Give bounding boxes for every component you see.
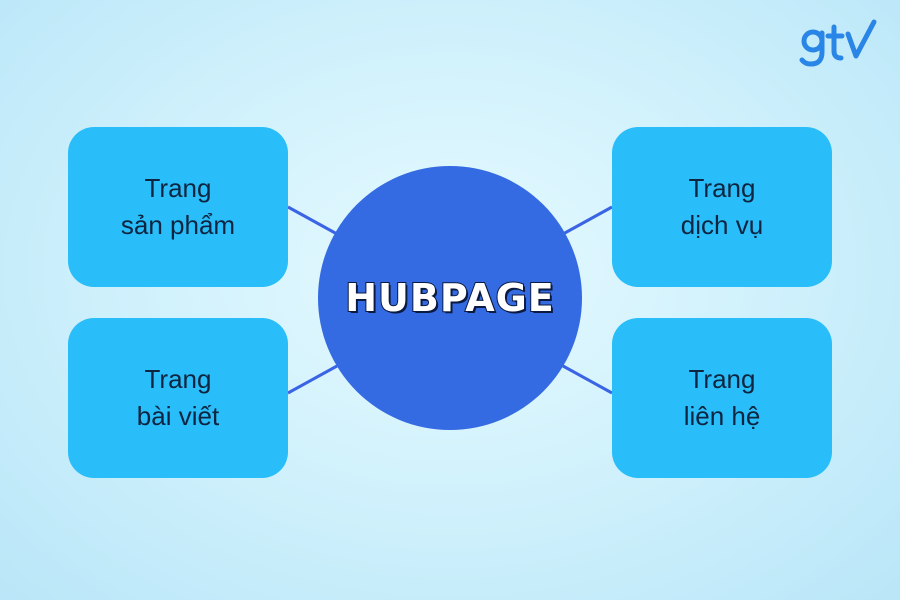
hub-circle: HUBPAGE bbox=[318, 166, 582, 430]
connector-top-left bbox=[287, 205, 338, 236]
node-label-line2: liên hệ bbox=[683, 401, 761, 431]
node-trang-lien-he: Trang liên hệ bbox=[612, 318, 832, 478]
gtv-logo: gtv bbox=[798, 18, 882, 74]
node-label-line2: sản phẩm bbox=[120, 210, 236, 240]
connector-bottom-right bbox=[562, 364, 613, 395]
connector-top-right bbox=[562, 205, 613, 236]
node-trang-bai-viet: Trang bài viết bbox=[68, 318, 288, 478]
node-label-line1: Trang bbox=[144, 173, 212, 203]
node-label-line2: dịch vụ bbox=[680, 210, 764, 240]
gtv-logo-icon bbox=[799, 19, 877, 67]
node-label-line1: Trang bbox=[688, 364, 756, 394]
node-trang-dich-vu: Trang dịch vụ bbox=[612, 127, 832, 287]
node-label-line1: Trang bbox=[688, 173, 756, 203]
node-label-line2: bài viết bbox=[136, 401, 220, 431]
node-trang-san-pham: Trang sản phẩm bbox=[68, 127, 288, 287]
node-label-line1: Trang bbox=[144, 364, 212, 394]
connector-bottom-left bbox=[287, 364, 338, 395]
hub-title: HUBPAGE bbox=[344, 275, 555, 321]
